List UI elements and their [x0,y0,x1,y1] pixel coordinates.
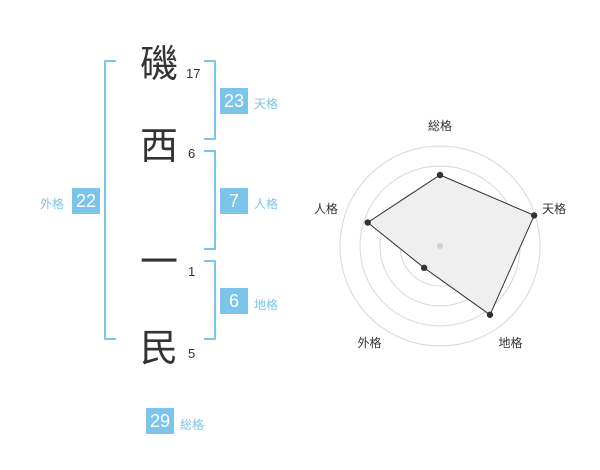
name-char-2: 西 [140,124,179,168]
soukaku-value-box: 29 [146,408,174,434]
radar-point-2 [486,311,494,318]
gaikaku-label: 外格 [40,197,65,211]
chikaku-value-box: 6 [220,288,248,314]
tenkaku-label: 天格 [254,97,279,111]
name-char-3: 一 [140,240,179,284]
radar-point-4 [364,219,371,226]
radar-point-0 [436,171,444,179]
radar-center-dot [437,243,443,249]
radar-point-1 [530,212,538,219]
radar-points [364,171,538,318]
tenkaku-bracket [204,60,216,140]
radar-axis-label-3: 外格 [357,335,381,350]
radar-axis-label-4: 人格 [314,201,338,216]
radar-ring-5 [339,145,541,347]
jinkaku-label: 人格 [254,197,279,211]
radar-axis-label-2: 地格 [499,335,523,350]
radar-axis-label-0: 総格 [428,118,452,133]
jinkaku-bracket [204,150,216,250]
jinkaku-value-box: 7 [220,188,248,214]
radar-axis-label-1: 天格 [542,201,566,216]
name-char-1: 磯 [140,42,179,86]
stroke-count-4: 5 [188,346,196,361]
tenkaku-value-box: 23 [220,88,248,114]
stroke-count-3: 1 [188,264,196,279]
chikaku-bracket [204,260,216,340]
name-char-4: 民 [140,326,179,370]
radar-series-line [366,174,535,316]
stroke-count-1: 17 [186,66,201,81]
radar-point-3 [420,264,428,272]
soukaku-label: 総格 [180,418,205,432]
radar-fill-area [367,175,535,315]
gaikaku-bracket [104,60,116,340]
chikaku-label: 地格 [254,298,279,312]
stroke-count-2: 6 [188,146,196,161]
gaikaku-value-box: 22 [72,188,100,214]
